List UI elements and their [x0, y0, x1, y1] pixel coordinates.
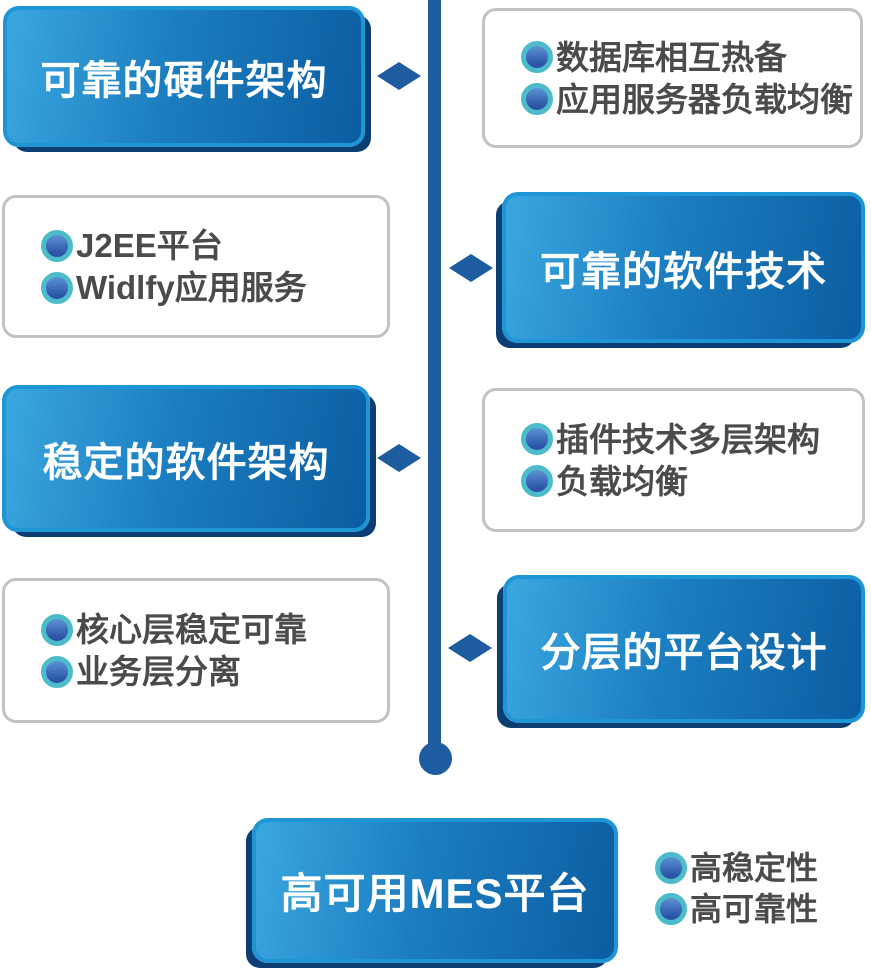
list-item-label: 高可靠性: [690, 891, 819, 927]
node-layered-platform-design: 分层的平台设计: [503, 575, 865, 723]
list-item-label: 高稳定性: [690, 850, 819, 886]
bullet-icon: [655, 852, 687, 884]
node-reliable-software-technology: 可靠的软件技术: [502, 192, 865, 343]
list-item-label: J2EE平台: [76, 227, 223, 264]
node-title: 高可用MES平台: [280, 870, 590, 917]
node-title: 分层的平台设计: [540, 631, 828, 675]
list-item: J2EE平台: [41, 229, 387, 262]
list-item: Widlfy应用服务: [41, 271, 387, 304]
bullet-icon: [41, 271, 73, 304]
list-item: 负载均衡: [521, 465, 862, 498]
bullet-icon: [41, 229, 73, 262]
node-title: 可靠的硬件架构: [40, 58, 328, 103]
list-item: 业务层分离: [41, 655, 387, 688]
list-item: 应用服务器负载均衡: [521, 83, 860, 116]
timeline-line: [428, 0, 441, 748]
connector-diamond-1: [377, 62, 421, 90]
list-item-label: Widlfy应用服务: [76, 269, 307, 306]
list-item-label: 核心层稳定可靠: [76, 611, 307, 648]
bullet-icon: [521, 465, 553, 497]
node-title: 可靠的软件技术: [540, 249, 827, 294]
list-item-label: 负载均衡: [556, 462, 688, 500]
list-item: 高稳定性: [655, 852, 818, 884]
detail-box-layering: 核心层稳定可靠 业务层分离: [2, 578, 390, 723]
node-reliable-hardware-architecture: 可靠的硬件架构: [3, 6, 365, 147]
detail-box-architecture: 插件技术多层架构 负载均衡: [482, 388, 865, 532]
bullet-icon: [41, 655, 73, 688]
list-item: 高可靠性: [655, 893, 818, 925]
list-item: 插件技术多层架构: [521, 423, 862, 456]
connector-diamond-3: [377, 444, 421, 472]
list-item: 数据库相互热备: [521, 41, 860, 74]
list-item: 核心层稳定可靠: [41, 613, 387, 646]
list-item-label: 插件技术多层架构: [556, 420, 820, 458]
list-item-label: 应用服务器负载均衡: [556, 80, 853, 118]
node-title: 稳定的软件架构: [42, 440, 330, 485]
node-stable-software-architecture: 稳定的软件架构: [2, 385, 370, 532]
timeline-end-dot: [419, 742, 452, 775]
list-item-label: 业务层分离: [76, 653, 241, 690]
connector-diamond-4: [448, 634, 492, 662]
detail-box-hardware: 数据库相互热备 应用服务器负载均衡: [482, 8, 863, 148]
connector-diamond-2: [449, 254, 493, 282]
list-item-label: 数据库相互热备: [556, 38, 787, 76]
bullet-icon: [655, 893, 687, 925]
node-ha-mes-platform: 高可用MES平台: [252, 818, 618, 963]
bullet-icon: [521, 423, 553, 455]
bullet-icon: [41, 613, 73, 646]
detail-box-software-tech: J2EE平台 Widlfy应用服务: [2, 195, 390, 338]
footer-benefit-list: 高稳定性 高可靠性: [655, 852, 818, 925]
bullet-icon: [521, 41, 553, 73]
bullet-icon: [521, 83, 553, 115]
